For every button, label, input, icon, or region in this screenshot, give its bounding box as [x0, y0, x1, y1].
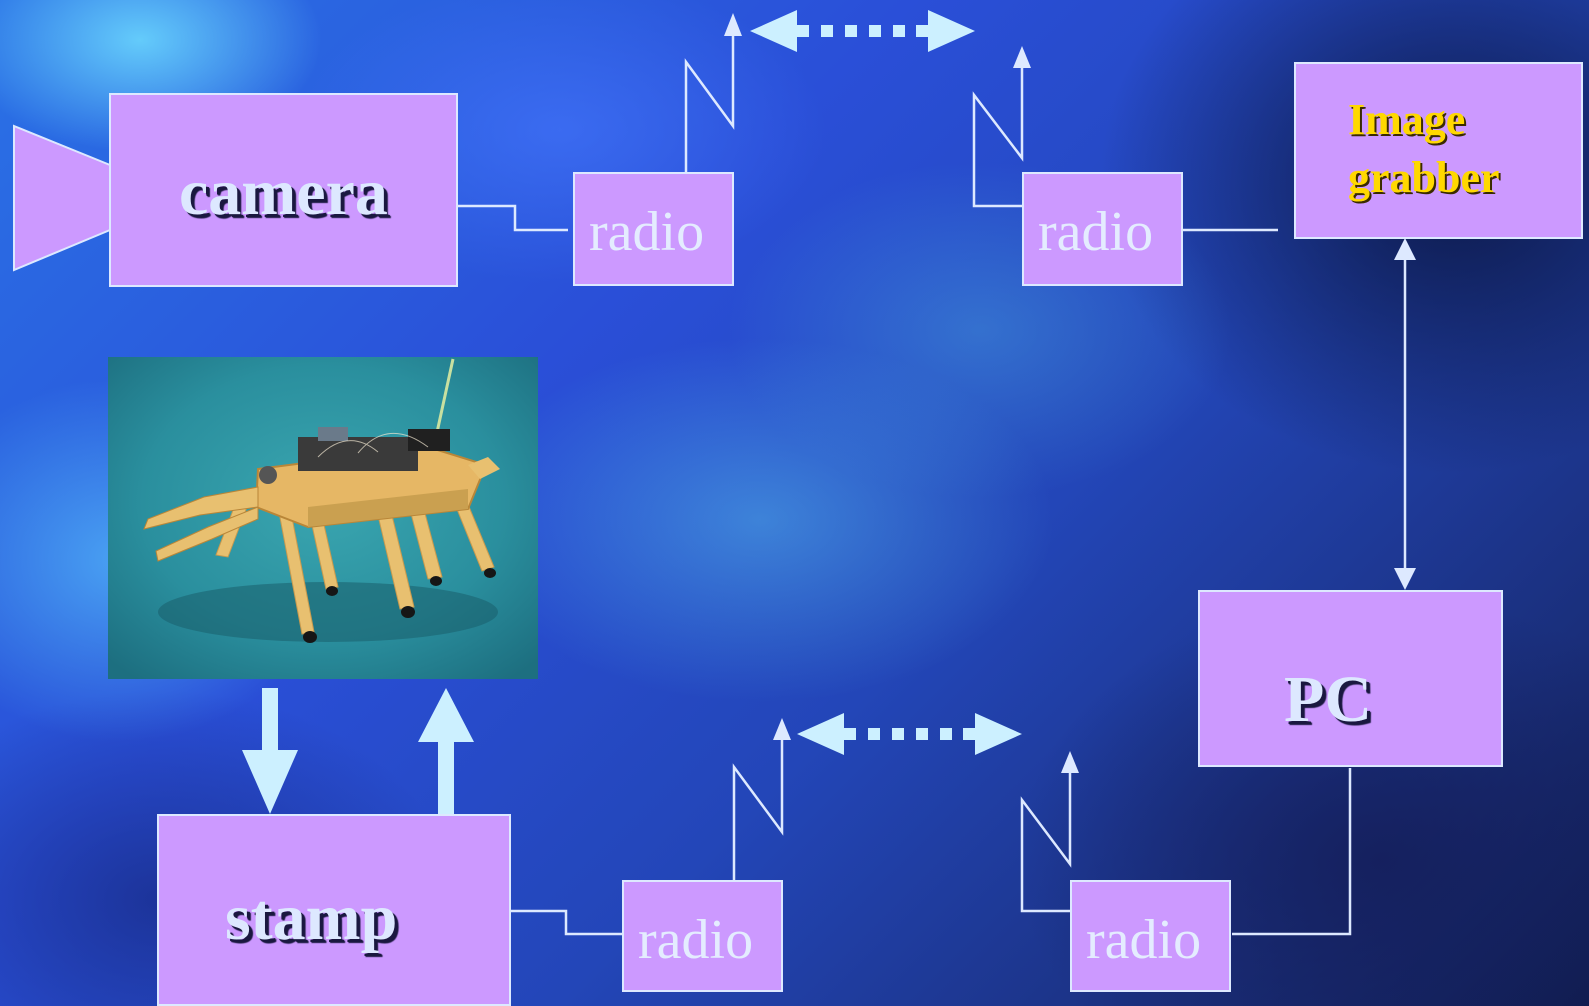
radio-box-stamp: radio: [622, 880, 783, 992]
camera-lens-icon: [14, 126, 110, 270]
antenna-radio-pc: [1022, 756, 1070, 911]
antenna-tip-1: [724, 13, 742, 36]
camera-box: camera: [109, 93, 458, 287]
image-grabber-box: Image grabber: [1294, 62, 1583, 239]
robot-stamp-arrows: [242, 688, 474, 814]
arrow-down-shaft: [262, 688, 278, 750]
pc-box: PC: [1198, 590, 1503, 767]
arrow-down-head: [242, 750, 298, 814]
image-grabber-label-line1: Image: [1348, 92, 1465, 148]
antenna-tip-3: [773, 718, 791, 740]
antenna-radio-camera: [686, 28, 733, 172]
wire-pc-radio: [1232, 768, 1350, 934]
antenna-tip-2: [1013, 46, 1031, 68]
camera-label: camera: [179, 155, 388, 231]
stamp-box: stamp: [157, 814, 511, 1006]
pc-label: PC: [1284, 662, 1372, 738]
image-grabber-label-line2: grabber: [1348, 150, 1500, 206]
wireless-link-bottom: [797, 713, 1022, 755]
arrowhead-grabber: [1394, 238, 1416, 260]
arrow-up-shaft: [438, 742, 454, 814]
wireless-link-top: [750, 10, 975, 52]
radio-label-pc: radio: [1086, 908, 1201, 972]
radio-label-stamp: radio: [638, 908, 753, 972]
radio-label-camera: radio: [589, 200, 704, 264]
antenna-radio-grabber: [974, 60, 1022, 206]
arrowhead-pc: [1394, 568, 1416, 590]
radio-box-pc: radio: [1070, 880, 1231, 992]
arrow-up-head: [418, 688, 474, 742]
wire-stamp-radio: [504, 911, 622, 934]
robot-illustration: [108, 357, 538, 679]
wire-camera-radio: [457, 206, 568, 230]
radio-box-grabber: radio: [1022, 172, 1183, 286]
radio-box-camera: radio: [573, 172, 734, 286]
antenna-radio-stamp: [734, 724, 782, 880]
antenna-tip-4: [1061, 751, 1079, 773]
robot-photo: [108, 357, 538, 679]
stamp-label: stamp: [225, 880, 397, 956]
radio-label-grabber: radio: [1038, 200, 1153, 264]
